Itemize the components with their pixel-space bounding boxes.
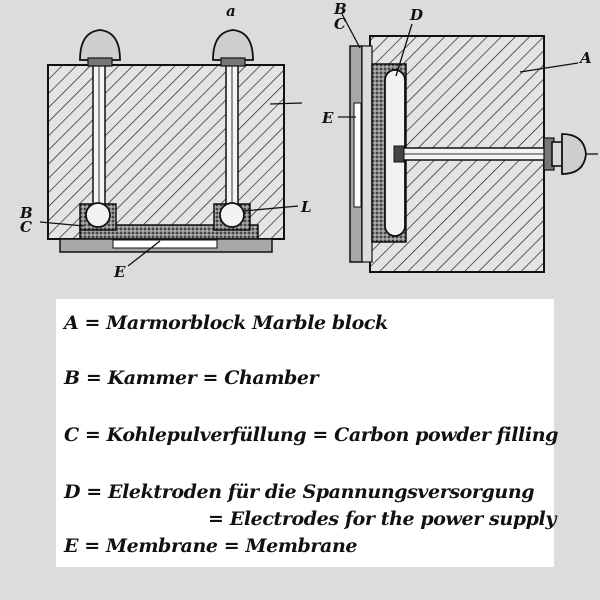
label-l: L xyxy=(300,198,312,216)
membrane-window-side xyxy=(353,102,362,208)
legend-item-c: C = Kohlepulverfüllung = Carbon powder f… xyxy=(64,424,558,446)
legend-item-e: E = Membrane = Membrane xyxy=(64,535,358,557)
label-a: a xyxy=(226,2,236,20)
front-section-view: a B C L E xyxy=(19,2,312,281)
legend-box: A = Marmorblock Marble block B = Kammer … xyxy=(56,299,558,567)
microphone-cross-section-diagram: a B C L E B C D A E xyxy=(19,0,598,281)
side-section-view: B C D A E xyxy=(321,0,598,273)
legend-item-d-translation: = Electrodes for the power supply xyxy=(208,508,556,530)
label-b-side: B xyxy=(333,0,347,18)
membrane-window xyxy=(112,239,218,249)
electrode-ball-right xyxy=(219,202,245,228)
terminal-knob-right xyxy=(212,29,254,67)
legend-item-d: D = Elektroden für die Spannungsversorgu… xyxy=(64,481,535,503)
label-b-front: B xyxy=(19,204,33,222)
label-d: D xyxy=(409,6,423,24)
legend-item-b: B = Kammer = Chamber xyxy=(64,367,319,389)
label-c-side: C xyxy=(334,15,346,33)
legend-item-a: A = Marmorblock Marble block xyxy=(64,312,388,334)
terminal-knob-left xyxy=(79,29,121,67)
label-a-side: A xyxy=(578,49,592,67)
label-e-front: E xyxy=(113,263,126,281)
terminal-knob-side xyxy=(543,133,587,175)
electrode-ball-left xyxy=(85,202,111,228)
label-e-side: E xyxy=(321,109,334,127)
label-c-front: C xyxy=(20,218,32,236)
